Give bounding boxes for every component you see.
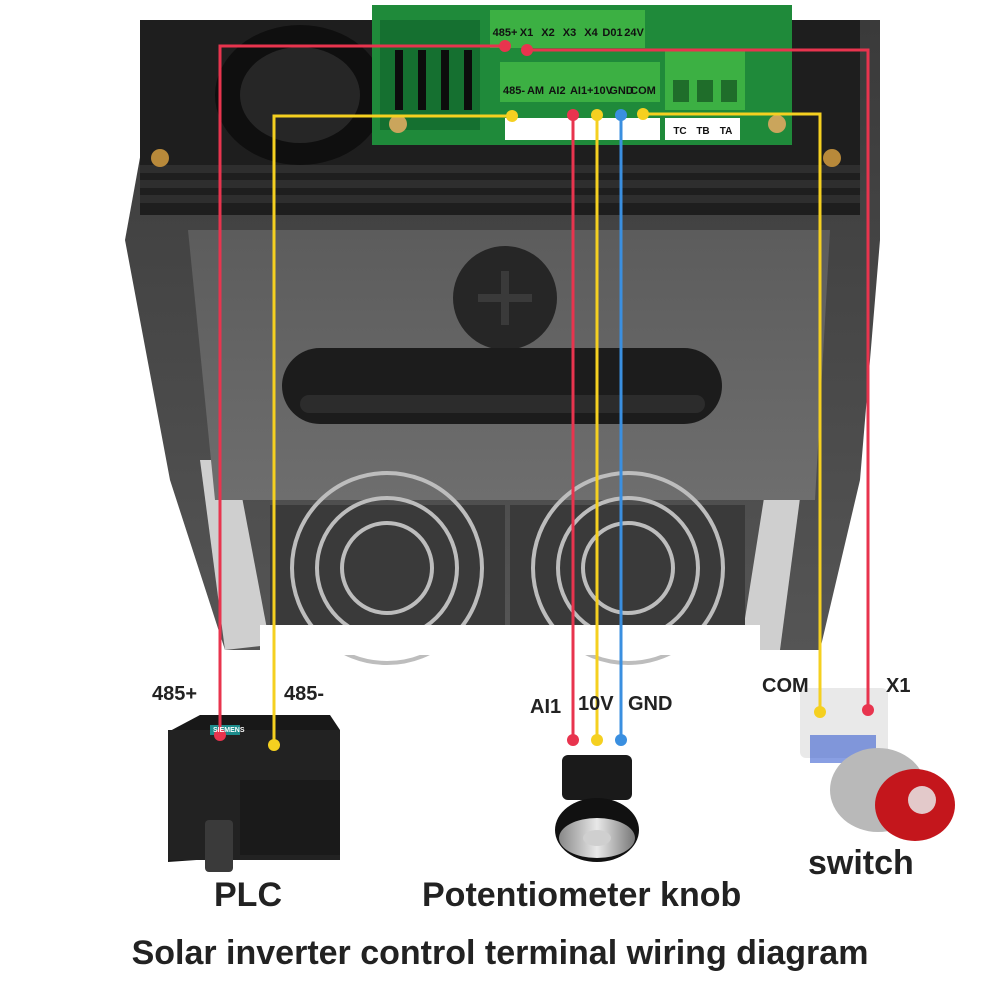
wire-x1-endpoint bbox=[862, 704, 874, 716]
wire-485plus-endpoint bbox=[499, 40, 511, 52]
terminal-label-lower: GND bbox=[609, 85, 634, 97]
label-switch-com: COM bbox=[762, 675, 809, 697]
terminal-label-lower: AI2 bbox=[548, 85, 565, 97]
wire-x1-endpoint bbox=[521, 44, 533, 56]
caption-plc: PLC bbox=[214, 876, 282, 914]
terminal-label-upper: 485+ bbox=[493, 27, 518, 39]
plc-device bbox=[168, 715, 340, 872]
wire-gnd-endpoint bbox=[615, 734, 627, 746]
label-plc-485minus: 485- bbox=[284, 683, 325, 705]
wire-ai1-endpoint bbox=[567, 109, 579, 121]
terminal-label-lower: 485- bbox=[503, 85, 525, 97]
wire-485plus-endpoint bbox=[214, 729, 226, 741]
plc-brand-plate bbox=[210, 725, 240, 735]
wire-com-endpoint bbox=[637, 108, 649, 120]
terminal-label-lower: AI1 bbox=[570, 85, 587, 97]
relay-silkscreen bbox=[665, 118, 740, 140]
wire-485minus-endpoint bbox=[506, 110, 518, 122]
terminal-label-upper: X4 bbox=[584, 27, 598, 39]
front-cover bbox=[188, 230, 830, 500]
caption-switch: switch bbox=[808, 844, 914, 882]
diagram-title: Solar inverter control terminal wiring d… bbox=[131, 934, 869, 972]
terminal-label-upper: X1 bbox=[520, 27, 533, 39]
relay-terminal-label: TA bbox=[720, 126, 733, 137]
label-switch-x1: X1 bbox=[886, 675, 911, 697]
wire-com-endpoint bbox=[814, 706, 826, 718]
label-pot-gnd: GND bbox=[628, 693, 673, 715]
wire-gnd-endpoint bbox=[615, 109, 627, 121]
potentiometer-device bbox=[555, 755, 639, 862]
caption-potentiometer: Potentiometer knob bbox=[422, 876, 742, 914]
wire-485minus bbox=[272, 114, 512, 745]
wire-com bbox=[643, 112, 822, 712]
terminal-strip-lower bbox=[500, 62, 660, 102]
terminal-strip-upper bbox=[490, 10, 645, 48]
label-pot-10v: 10V bbox=[578, 693, 614, 715]
relay-terminal-label: TC bbox=[673, 126, 686, 137]
terminal-label-lower: +10V bbox=[587, 85, 614, 97]
wire-485minus-endpoint bbox=[268, 739, 280, 751]
label-plc-485plus: 485+ bbox=[152, 683, 198, 705]
terminal-label-upper: 24V bbox=[624, 27, 644, 39]
label-pot-ai1: AI1 bbox=[530, 696, 562, 718]
wire-x1 bbox=[527, 48, 870, 710]
relay-terminal-labels: TC TB TA bbox=[673, 126, 732, 137]
wire-10v-endpoint bbox=[591, 109, 603, 121]
wires bbox=[214, 40, 874, 751]
wire-485plus bbox=[218, 44, 505, 735]
cooling-fans bbox=[260, 471, 760, 665]
terminal-label-lower: COM bbox=[630, 85, 656, 97]
plc-brand-text: SIEMENS bbox=[213, 727, 245, 734]
relay-terminal-label: TB bbox=[696, 126, 709, 137]
silkscreen-labels bbox=[505, 118, 660, 140]
terminal-label-lower: AM bbox=[527, 85, 544, 97]
wire-10v-endpoint bbox=[591, 734, 603, 746]
terminal-label-upper: D01 bbox=[602, 27, 622, 39]
wire-ai1-endpoint bbox=[567, 734, 579, 746]
terminal-label-upper: X3 bbox=[563, 27, 576, 39]
terminal-label-upper: X2 bbox=[541, 27, 554, 39]
